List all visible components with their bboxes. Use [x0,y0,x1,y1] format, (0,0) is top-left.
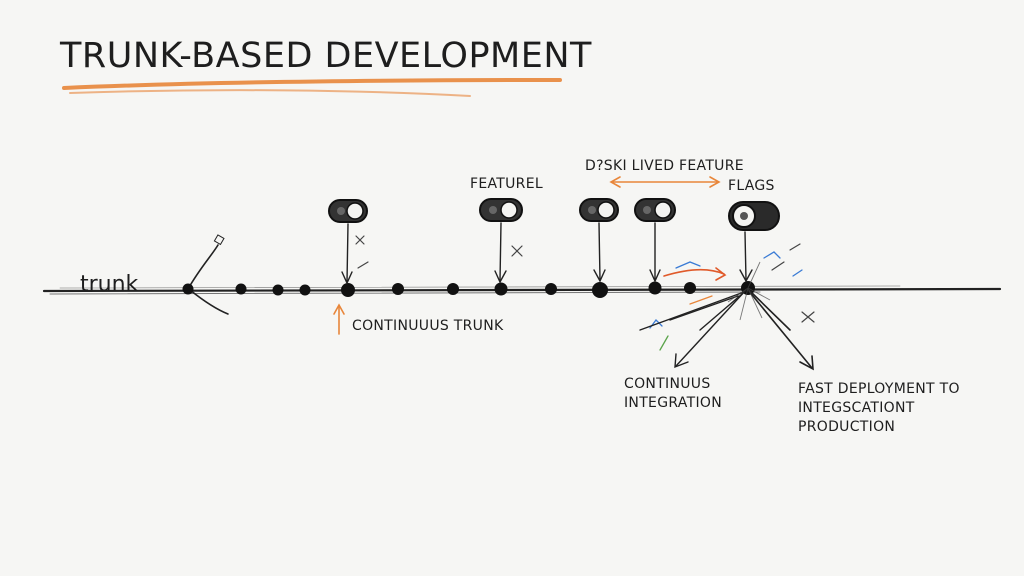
commit-dot [592,282,608,298]
sketch-marks [355,235,815,323]
commit-dot [182,283,194,295]
commit-dot [494,282,508,296]
arrow-icon [333,303,345,335]
annotation-line: PRODUCTION [798,419,896,435]
commit-dot [545,283,557,295]
annotation-fast-deployment: FAST DEPLOYMENT TO INTEGSCATIONT PRODUCT… [798,380,960,437]
arrow-icon [639,289,747,369]
arrow-icon [341,222,753,285]
branch-merge-icon [187,234,229,315]
toggle-switch-icon [579,198,619,222]
arrow-icon [609,176,721,188]
annotation-continuous-integration: CONTINUUS INTEGRATION [624,375,722,413]
annotation-continuous-trunk: CONTINUUUS TRUNK [352,318,504,334]
arrow-icon [663,267,727,281]
toggle-switch-icon [634,198,676,222]
commit-dot [684,282,696,294]
commit-dot [235,283,247,295]
arrow-icon [747,289,814,371]
annotation-line: CONTINUUS [624,376,711,392]
annotation-line: INTEGSCATIONT [798,400,915,416]
toggle-switch-icon [328,199,368,223]
commit-dot [392,283,404,295]
annotation-flags: FLAGS [728,178,775,194]
commit-dot [447,283,459,295]
commit-dot [341,283,355,297]
trunk-label: trunk [80,272,139,297]
page-title: TRUNK-BASED DEVELOPMENT [60,36,592,76]
commit-dot [272,284,284,296]
commit-dot [648,281,662,295]
toggle-switch-icon [728,201,780,231]
annotation-featurel: FEATUREL [470,176,543,192]
toggle-switch-icon [479,198,523,222]
annotation-line: INTEGRATION [624,395,722,411]
color-scribbles [649,251,803,351]
trunk-line [42,285,1002,295]
title-underline-2 [69,89,471,97]
annotation-line: FAST DEPLOYMENT TO [798,381,960,397]
commit-dot [299,284,311,296]
merge-burst [727,261,771,321]
annotation-short-lived-feature: D?SKI LIVED FEATURE [585,158,744,174]
title-underline [62,78,562,90]
